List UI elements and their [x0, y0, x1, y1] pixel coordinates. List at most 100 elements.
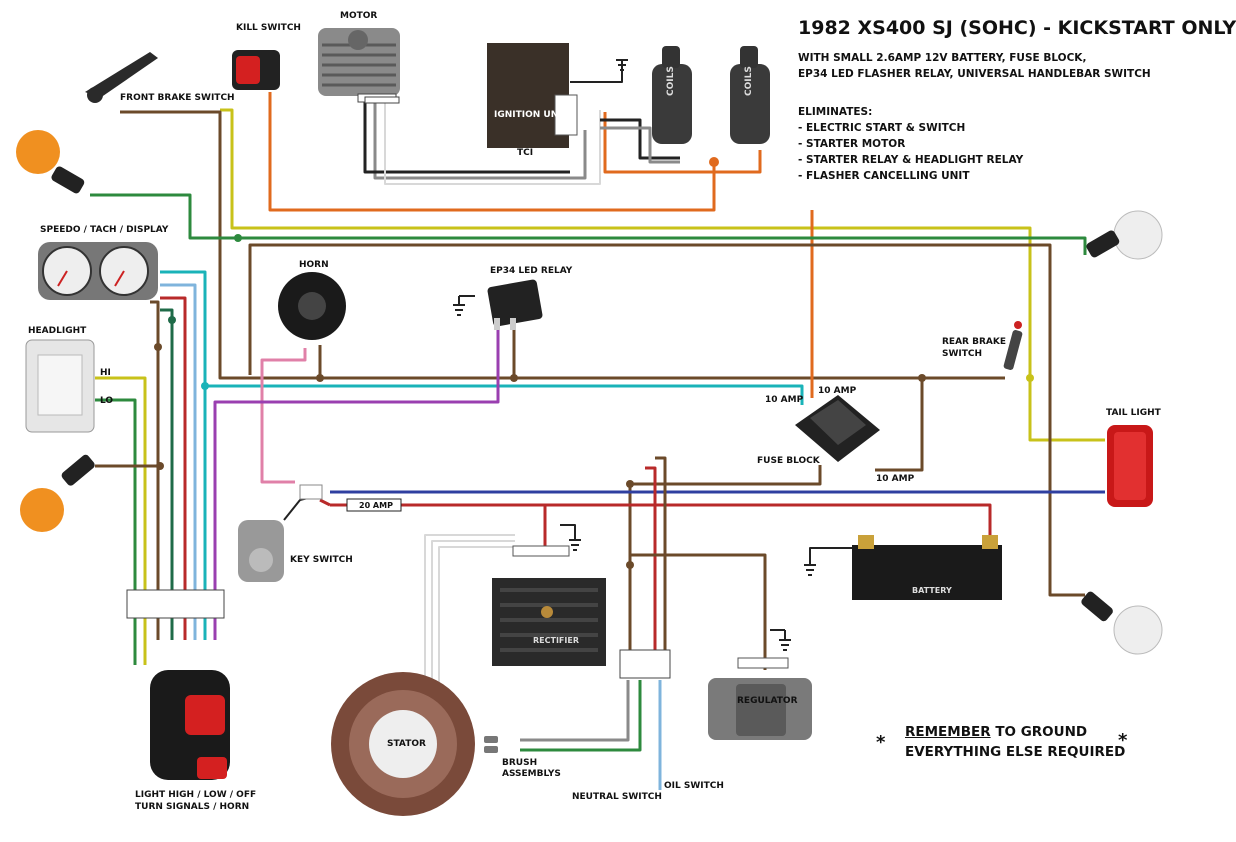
wire-brown-neutral — [655, 456, 667, 650]
label-fuse-block: FUSE BLOCK — [757, 456, 820, 466]
label-handlebar-2: TURN SIGNALS / HORN — [135, 802, 250, 812]
wire-yellow-brake — [220, 108, 1105, 442]
label-battery: BATTERY — [912, 586, 952, 595]
wire-red-key — [319, 498, 331, 507]
headlight-unit — [25, 339, 95, 433]
label-brush-2: ASSEMBLYS — [502, 769, 561, 779]
wire-orange-kill — [268, 92, 716, 212]
label-tci: TCI — [517, 148, 534, 158]
label-handlebar-1: LIGHT HIGH / LOW / OFF — [135, 790, 257, 800]
key-switch-unit — [238, 484, 323, 582]
note-with-line-1: WITH SMALL 2.6AMP 12V BATTERY, FUSE BLOC… — [798, 52, 1087, 64]
wire-yellow-hi — [95, 376, 147, 665]
page-title: 1982 XS400 SJ (SOHC) - KICKSTART ONLY — [798, 17, 1236, 39]
label-oil-switch: OIL SWITCH — [664, 781, 724, 791]
brush-terminals — [484, 736, 498, 753]
label-kill-switch: KILL SWITCH — [236, 23, 301, 33]
kill-switch-body — [232, 50, 280, 90]
tail-light-unit — [1107, 425, 1153, 507]
wire-brown-speedo — [150, 300, 160, 640]
rear-brake-switch-unit — [1003, 321, 1023, 370]
front-brake-lever — [85, 52, 158, 103]
indicator-front-left — [16, 130, 85, 194]
label-coils: COILS — [744, 66, 754, 96]
ignition-coils — [652, 46, 770, 144]
wire-pink-horn — [260, 348, 307, 484]
eliminates-heading: ELIMINATES: — [798, 106, 873, 118]
neutral-oil-connector — [619, 649, 671, 679]
ep34-relay-unit — [487, 279, 543, 330]
regulator-unit — [708, 657, 812, 740]
reminder-line2: EVERYTHING ELSE REQUIRED — [905, 744, 1126, 760]
motor-body — [318, 28, 400, 103]
label-tail-light: TAIL LIGHT — [1106, 408, 1161, 418]
wire-white-tci — [384, 100, 601, 185]
label-horn: HORN — [299, 260, 329, 270]
label-neutral-switch: NEUTRAL SWITCH — [572, 792, 662, 802]
wire-grey-coil — [600, 126, 680, 164]
speedo-tach-display — [38, 242, 158, 300]
label-stator: STATOR — [387, 739, 426, 749]
label-rectifier: RECTIFIER — [533, 636, 579, 645]
wire-black-batground — [809, 547, 860, 565]
wire-brown-rear — [248, 243, 1085, 597]
eliminates-item: - STARTER MOTOR — [798, 138, 906, 150]
eliminates-item: - FLASHER CANCELLING UNIT — [798, 170, 970, 182]
label-lo: LO — [100, 396, 114, 406]
label-fuse-10amp: 10 AMP — [765, 395, 804, 405]
wire-green-neutral — [520, 680, 642, 752]
wire-grey-tci — [373, 100, 587, 180]
wire-purple-relay — [213, 330, 500, 640]
horn-unit — [278, 272, 346, 340]
fuse-block-unit — [795, 395, 880, 462]
label-key-switch: KEY SWITCH — [290, 555, 353, 565]
label-hi: HI — [100, 368, 111, 378]
wire-green-left — [90, 193, 1087, 255]
label-fuse-10amp: 10 AMP — [876, 474, 915, 484]
reminder-emphasis: REMEMBER — [905, 724, 991, 740]
eliminates-item: - STARTER RELAY & HEADLIGHT RELAY — [798, 154, 1024, 166]
wiring-diagram — [16, 28, 1163, 816]
star-left: * — [876, 732, 886, 753]
indicator-rear-right-lower — [1081, 591, 1163, 655]
wire-green-speedo — [160, 308, 174, 640]
wire-brown-reg — [630, 553, 767, 670]
note-with-line-2: EP34 LED FLASHER RELAY, UNIVERSAL HANDLE… — [798, 68, 1151, 80]
label-ignition-unit: IGNITION UNIT — [494, 110, 568, 120]
stator-unit — [331, 672, 475, 816]
wire-black-tci — [363, 100, 570, 174]
ignition-unit-box — [487, 43, 578, 148]
wire-red-battery — [330, 503, 992, 545]
wire-green-lo — [95, 398, 137, 665]
battery-unit — [852, 535, 1002, 600]
wire-brown-fuse-tail — [875, 378, 924, 472]
rectifier-unit — [492, 545, 606, 666]
label-fuse-10amp: 10 AMP — [818, 386, 857, 396]
handlebar-switch-unit — [150, 670, 230, 780]
ground-reminder: REMEMBER TO GROUND EVERYTHING ELSE REQUI… — [905, 722, 1125, 762]
eliminates-item: - ELECTRIC START & SWITCH — [798, 122, 966, 134]
label-rear-brake-2: SWITCH — [942, 349, 983, 359]
label-ep34-relay: EP34 LED RELAY — [490, 266, 573, 276]
wire-cyan-fuse — [205, 384, 804, 405]
wire-cyan-main — [160, 270, 207, 640]
label-front-brake-switch: FRONT BRAKE SWITCH — [120, 93, 235, 103]
ground-symbols — [453, 59, 816, 651]
wire-black-ground — [570, 60, 623, 83]
motor-connector — [364, 96, 400, 104]
fuse-20amp-box — [346, 498, 402, 512]
label-motor: MOTOR — [340, 11, 378, 21]
wire-white-stator-2 — [431, 540, 515, 690]
label-headlight: HEADLIGHT — [28, 326, 87, 336]
wire-black-coil — [600, 118, 680, 160]
label-fuse-20amp: 20 AMP — [359, 501, 393, 510]
label-brush-1: BRUSH — [502, 758, 538, 768]
label-coils: COILS — [666, 66, 676, 96]
label-speedo: SPEEDO / TACH / DISPLAY — [40, 225, 169, 235]
wire-lightblue — [160, 283, 197, 640]
wire-white-stator-3 — [438, 546, 515, 690]
indicator-rear-right-upper — [1086, 210, 1163, 260]
wire-grey-brush — [520, 680, 630, 742]
wire-black-rectground — [560, 524, 576, 540]
star-right: * — [1118, 730, 1128, 751]
